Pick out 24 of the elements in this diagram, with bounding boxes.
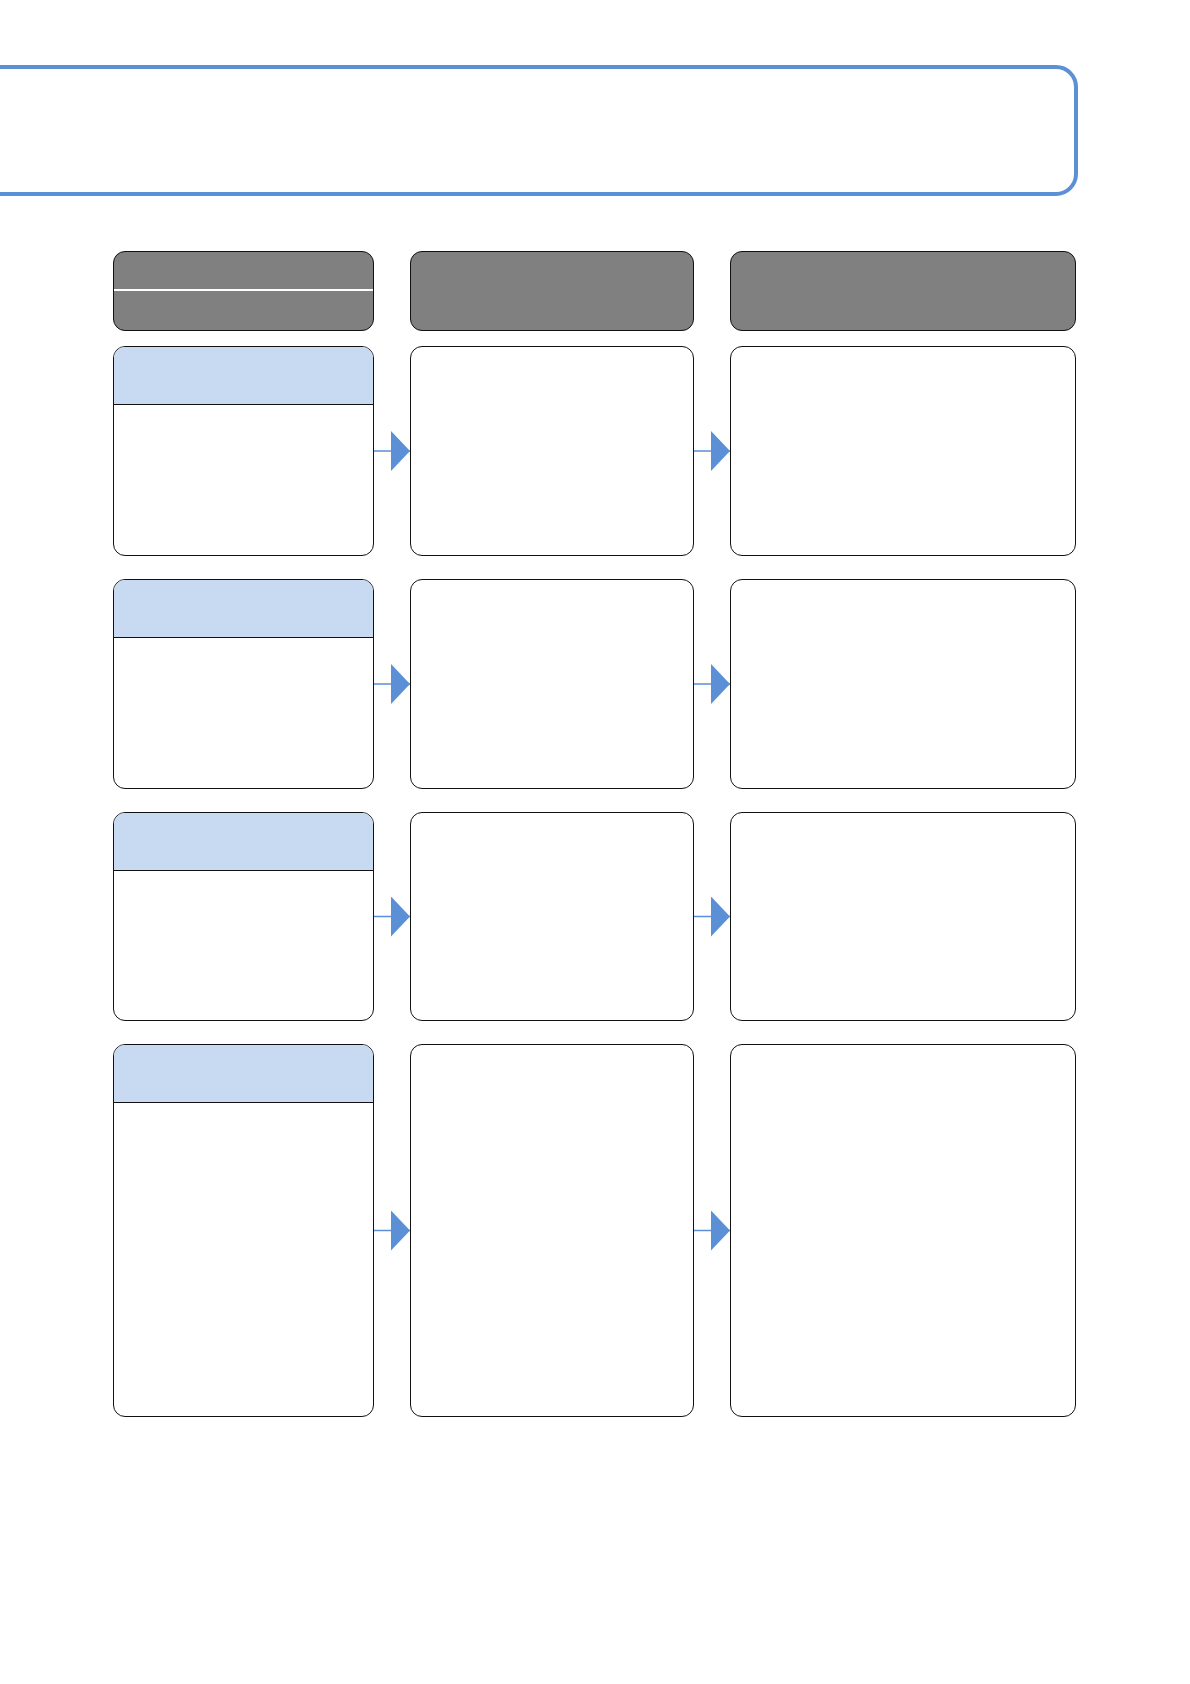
step-card <box>730 346 1076 556</box>
step-card <box>113 579 374 789</box>
step-card <box>730 579 1076 789</box>
arrow <box>373 1210 411 1251</box>
step-card <box>113 1044 374 1417</box>
arrow <box>373 896 411 937</box>
banner-box <box>0 65 1078 196</box>
step-card <box>410 579 694 789</box>
arrow <box>693 896 731 937</box>
arrow <box>693 664 731 704</box>
step-card <box>410 346 694 556</box>
step-card <box>410 812 694 1021</box>
step-card <box>730 1044 1076 1417</box>
step-card <box>410 1044 694 1417</box>
column-header <box>113 251 374 331</box>
step-card <box>730 812 1076 1021</box>
arrow <box>693 1210 731 1251</box>
step-card <box>113 346 374 556</box>
column-header <box>410 251 694 331</box>
arrow <box>373 664 411 704</box>
step-card <box>113 812 374 1021</box>
column-header <box>730 251 1076 331</box>
arrow <box>693 431 731 471</box>
arrow <box>373 431 411 471</box>
